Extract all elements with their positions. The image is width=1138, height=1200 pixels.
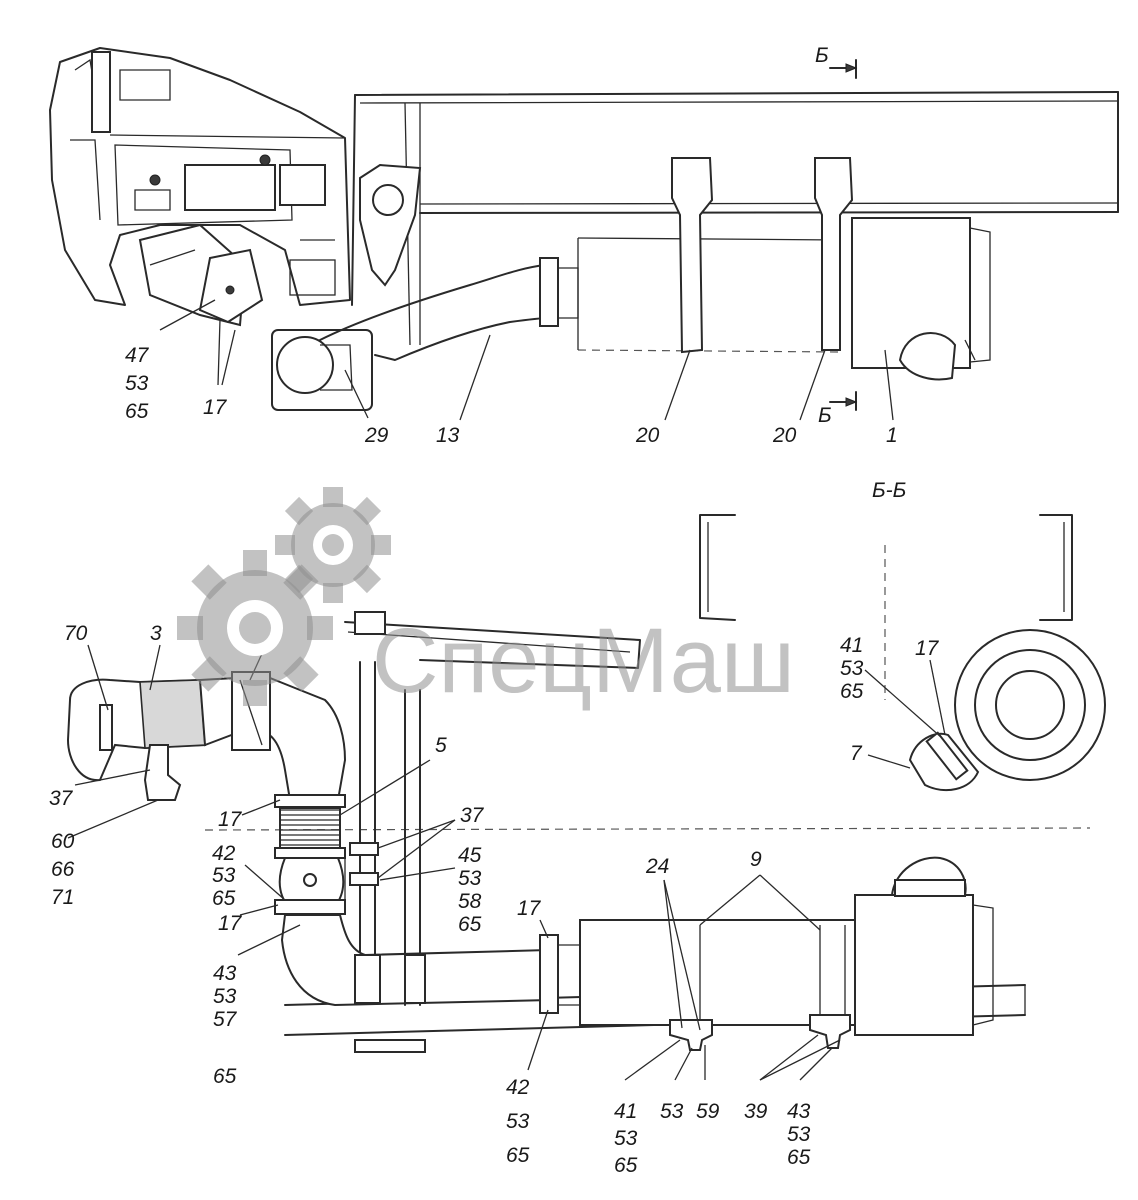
- engine-block: [49, 47, 351, 306]
- section-title: Б-Б: [872, 479, 906, 502]
- label-42-left: 42: [212, 842, 236, 865]
- section-label-65: 65: [840, 680, 864, 703]
- label-37-left: 37: [49, 787, 74, 810]
- label-29: 29: [364, 424, 389, 447]
- label-59: 59: [696, 1100, 720, 1123]
- label-53-elbow: 53: [213, 985, 237, 1008]
- label-53-clamp: 53: [614, 1127, 638, 1150]
- label-5: 5: [435, 734, 447, 757]
- top-view: [49, 47, 1119, 421]
- section-label-17: 17: [915, 637, 940, 660]
- label-9: 9: [750, 848, 762, 871]
- label-1: 1: [886, 424, 898, 447]
- label-65-bracket: 65: [458, 913, 482, 936]
- section-marker-top: Б: [815, 44, 829, 67]
- label-43-left: 43: [213, 962, 237, 985]
- label-3: 3: [150, 622, 162, 645]
- label-45: 45: [458, 844, 482, 867]
- label-65-elbow: 65: [213, 1065, 237, 1088]
- label-20-second: 20: [772, 424, 797, 447]
- section-label-7: 7: [850, 742, 863, 765]
- label-53: 53: [125, 372, 149, 395]
- watermark-gear-large-icon: [177, 550, 333, 706]
- label-53-flange: 53: [506, 1110, 530, 1133]
- section-view: [699, 514, 1106, 792]
- label-57: 57: [213, 1008, 238, 1031]
- side-view: [66, 611, 1091, 1081]
- label-58: 58: [458, 890, 482, 913]
- label-17-lower: 17: [218, 912, 243, 935]
- label-65-clamp: 65: [614, 1154, 638, 1177]
- label-17-upper: 17: [218, 808, 243, 831]
- label-70: 70: [64, 622, 88, 645]
- label-47: 47: [125, 344, 150, 367]
- label-53-bracket: 53: [458, 867, 482, 890]
- label-66: 66: [51, 858, 75, 881]
- watermark-gear-small-icon: [275, 487, 391, 603]
- label-65: 65: [125, 400, 149, 423]
- label-65-right: 65: [787, 1146, 811, 1169]
- label-24: 24: [645, 855, 669, 878]
- bellows: [279, 807, 341, 849]
- label-71: 71: [51, 886, 74, 909]
- label-53-right: 53: [787, 1123, 811, 1146]
- label-41: 41: [614, 1100, 637, 1123]
- label-13: 13: [436, 424, 460, 447]
- label-60: 60: [51, 830, 75, 853]
- label-42-flange: 42: [506, 1076, 530, 1099]
- label-65-flange: 65: [506, 1144, 530, 1167]
- section-label-41: 41: [840, 634, 863, 657]
- section-label-53: 53: [840, 657, 864, 680]
- label-20-first: 20: [635, 424, 660, 447]
- label-53-bolt: 53: [660, 1100, 684, 1123]
- watermark-text: СпецМаш: [372, 610, 795, 712]
- label-53-left: 53: [212, 864, 236, 887]
- label-43-right: 43: [787, 1100, 811, 1123]
- label-65-left: 65: [212, 887, 236, 910]
- section-marker-bottom: Б: [818, 404, 832, 427]
- watermark-logo: СпецМаш: [177, 487, 795, 712]
- label-39: 39: [744, 1100, 768, 1123]
- label-17: 17: [203, 396, 228, 419]
- label-37-right: 37: [460, 804, 485, 827]
- label-17-flange: 17: [517, 897, 542, 920]
